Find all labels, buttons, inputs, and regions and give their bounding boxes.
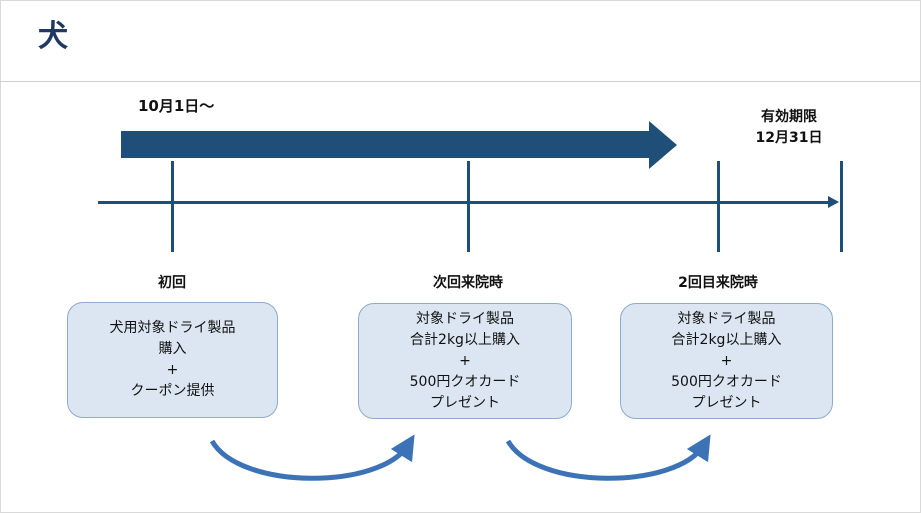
box-line: 500円クオカード xyxy=(409,373,521,390)
transition-arrow-first-to-second xyxy=(209,434,415,481)
box-line: クーポン提供 xyxy=(130,383,215,399)
stage-box-second: 対象ドライ製品 合計2kg以上購入 + 500円クオカード プレゼント xyxy=(358,303,572,419)
box-line: 対象ドライ製品 xyxy=(416,310,514,327)
box-line: + xyxy=(720,352,733,369)
stage-box-third: 対象ドライ製品 合計2kg以上購入 + 500円クオカード プレゼント xyxy=(620,303,833,419)
timeline-tick-expiry xyxy=(840,161,843,252)
campaign-period-arrow xyxy=(121,131,649,158)
campaign-period-arrow-head xyxy=(649,121,677,169)
expiry-date: 12月31日 xyxy=(755,130,823,146)
timeline-tick-first-visit xyxy=(171,161,174,252)
box-line: 対象ドライ製品 xyxy=(677,310,776,327)
timeline-tick-third-visit xyxy=(717,161,720,252)
box-line: プレゼント xyxy=(691,394,762,411)
expiry-label: 有効期限 12月31日 xyxy=(734,107,844,149)
timeline-axis-arrowhead xyxy=(828,196,839,208)
box-line: 購入 xyxy=(158,341,187,357)
box-line: 合計2kg以上購入 xyxy=(671,331,782,348)
expiry-title: 有効期限 xyxy=(761,109,817,125)
box-line: + xyxy=(166,362,179,378)
box-line: 合計2kg以上購入 xyxy=(410,331,520,348)
box-line: プレゼント xyxy=(430,394,500,411)
start-date-label: 10月1日～ xyxy=(138,97,215,115)
stage-box-first: 犬用対象ドライ製品 購入 + クーポン提供 xyxy=(67,302,278,418)
slide-title: 犬 xyxy=(38,19,68,54)
title-divider xyxy=(0,81,921,82)
stage-label-second: 次回来院時 xyxy=(433,275,503,291)
box-line: + xyxy=(459,352,471,369)
transition-arrow-second-to-third xyxy=(505,434,711,481)
stage-label-third: 2回目来院時 xyxy=(678,275,758,291)
timeline-axis xyxy=(98,201,830,204)
box-line: 500円クオカード xyxy=(671,373,782,390)
stage-label-first: 初回 xyxy=(158,275,186,291)
box-line: 犬用対象ドライ製品 xyxy=(109,320,236,336)
timeline-tick-second-visit xyxy=(467,161,470,252)
